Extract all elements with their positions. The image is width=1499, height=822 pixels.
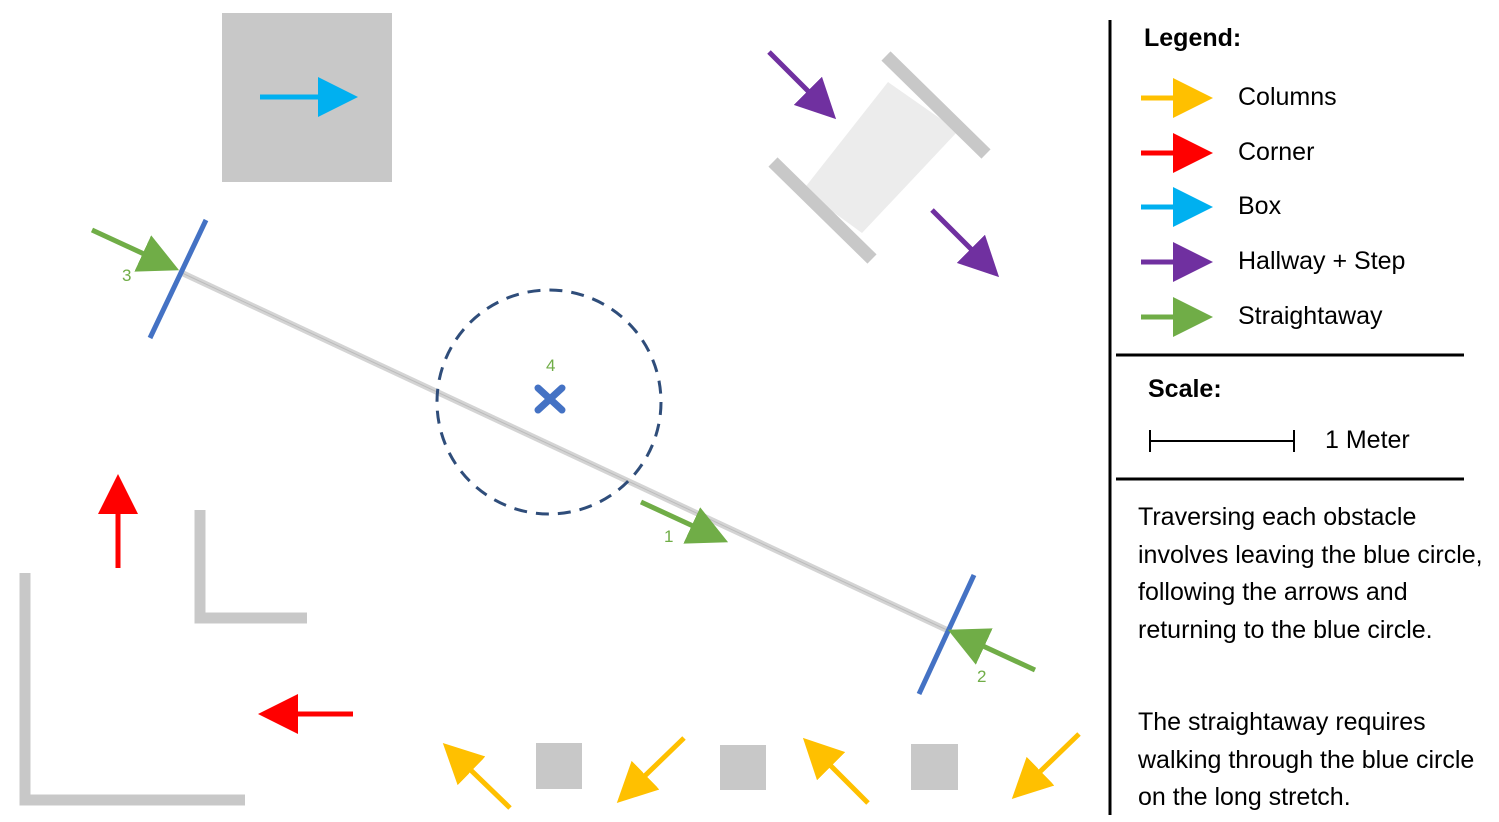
corner-wall-outer — [19, 573, 245, 806]
hallway-floor — [803, 82, 958, 233]
corner-wall-inner — [194, 510, 307, 624]
legend-label-corner: Corner — [1238, 138, 1315, 166]
description-paragraph-1: Traversing each obstacle involves leavin… — [1138, 503, 1483, 644]
column-3 — [911, 744, 958, 790]
legend-label-columns: Columns — [1238, 83, 1337, 111]
legend-label-straightaway: Straightaway — [1238, 302, 1383, 330]
marker-label-1: 1 — [664, 527, 674, 546]
columns-arrow-3 — [802, 737, 870, 805]
hallway-wall-top — [881, 51, 991, 159]
description-paragraph-2: The straightaway requires walking throug… — [1138, 708, 1475, 811]
column-2 — [720, 745, 766, 790]
straightaway-arrow-1 — [639, 499, 729, 544]
scale-title: Scale: — [1148, 375, 1222, 403]
start-circle — [435, 288, 663, 516]
legend-title: Legend: — [1144, 24, 1242, 52]
hallway-arrow-out — [930, 208, 1000, 278]
legend-label-box: Box — [1238, 192, 1282, 220]
marker-label-3: 3 — [122, 266, 132, 285]
straightaway-arrow-2 — [947, 628, 1037, 673]
gate-end — [916, 573, 977, 696]
hallway-wall-bottom — [768, 157, 877, 264]
marker-label-2: 2 — [977, 667, 987, 686]
hallway-arrow-in — [767, 50, 837, 120]
column-1 — [536, 743, 582, 789]
marker-label-4: 4 — [546, 356, 556, 375]
columns-arrow-1 — [442, 743, 512, 810]
start-x-mark-b — [534, 384, 566, 414]
columns-arrow-2 — [616, 736, 686, 803]
legend-label-hallway: Hallway + Step — [1238, 247, 1406, 275]
columns-arrow-4 — [1011, 732, 1081, 799]
straightaway-arrow-3 — [90, 227, 180, 272]
straightaway-path-edge — [179, 271, 948, 631]
gate-start — [147, 218, 209, 340]
scale-label: 1 Meter — [1325, 426, 1410, 454]
